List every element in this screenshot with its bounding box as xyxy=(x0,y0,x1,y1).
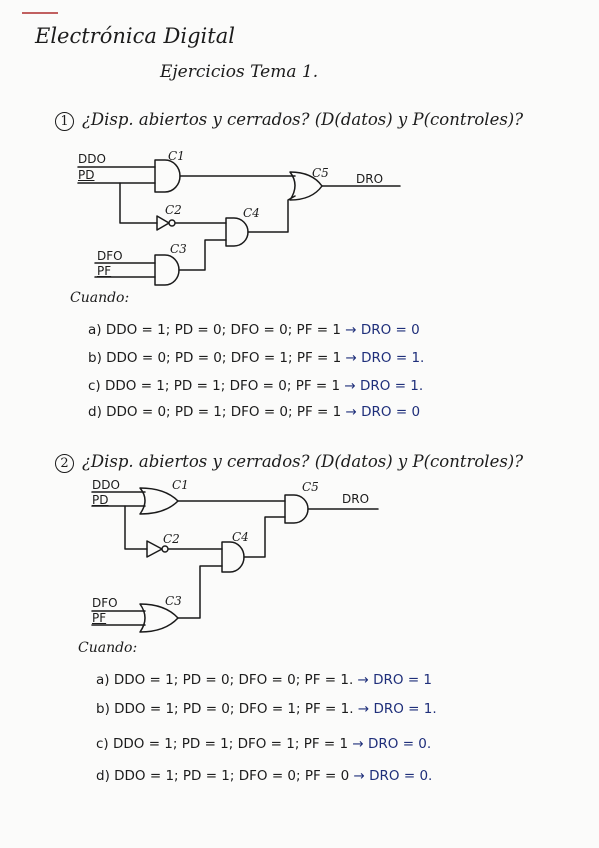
wire xyxy=(124,505,148,550)
answer-row: d) DDO = 1; PD = 1; DFO = 0; PF = 0 → DR… xyxy=(96,768,433,784)
or-gate-c3 xyxy=(139,603,179,633)
question-number: 1 xyxy=(55,112,74,131)
not-bubble xyxy=(161,545,169,553)
component-c1-label: C1 xyxy=(172,478,189,492)
signal-pd-label: PD xyxy=(78,168,95,182)
component-c4-label: C4 xyxy=(232,530,249,544)
and-gate-c4 xyxy=(225,217,249,247)
and-gate-c5 xyxy=(284,494,309,524)
component-c3-label: C3 xyxy=(165,594,182,608)
when-label: Cuando: xyxy=(78,640,138,656)
or-gate-c5 xyxy=(289,171,323,201)
header-rule xyxy=(22,12,58,14)
answer-row: d) DDO = 0; PD = 1; DFO = 0; PF = 1 → DR… xyxy=(88,404,421,420)
answer-row: c) DDO = 1; PD = 1; DFO = 0; PF = 1 → DR… xyxy=(88,378,424,394)
signal-pf-label: PF xyxy=(92,611,107,625)
answer-row: a) DDO = 1; PD = 0; DFO = 0; PF = 1. → D… xyxy=(96,672,433,688)
and-gate-c4 xyxy=(221,541,245,573)
or-gate-c1 xyxy=(139,487,179,515)
question-1: 1 ¿Disp. abiertos y cerrados? (D(datos) y… xyxy=(55,110,523,131)
circuit-diagram-1 xyxy=(77,159,401,286)
wire xyxy=(247,195,296,233)
question-2: 2 ¿Disp. abiertos y cerrados? (D(datos) y… xyxy=(55,452,523,473)
component-c1-label: C1 xyxy=(168,149,185,163)
circuit-diagram-2 xyxy=(91,487,379,633)
question-text: ¿Disp. abiertos y cerrados? (D(datos) y … xyxy=(82,452,524,471)
and-gate-c1 xyxy=(154,159,181,193)
page-subtitle: Ejercicios Tema 1. xyxy=(160,62,319,82)
wire xyxy=(243,516,286,558)
question-number: 2 xyxy=(55,454,74,473)
wire xyxy=(177,565,223,619)
component-c4-label: C4 xyxy=(243,206,260,220)
not-gate-c2 xyxy=(146,540,163,558)
component-c2-label: C2 xyxy=(165,203,182,217)
signal-dfo-label: DFO xyxy=(92,596,118,610)
not-bubble xyxy=(168,219,176,227)
wire xyxy=(119,182,158,224)
answer-row: a) DDO = 1; PD = 0; DFO = 0; PF = 1 → DR… xyxy=(88,322,420,338)
signal-ddo-label: DDO xyxy=(78,152,106,166)
signal-pd-label: PD xyxy=(92,493,109,507)
not-gate-c2 xyxy=(156,215,170,231)
when-label: Cuando: xyxy=(70,290,130,306)
component-c5-label: C5 xyxy=(312,166,329,180)
component-c3-label: C3 xyxy=(170,242,187,256)
signal-dro-label: DRO xyxy=(342,492,370,506)
wire xyxy=(178,239,227,271)
component-c2-label: C2 xyxy=(163,532,180,546)
answer-row: b) DDO = 1; PD = 0; DFO = 1; PF = 1. → D… xyxy=(96,701,437,717)
answer-row: c) DDO = 1; PD = 1; DFO = 1; PF = 1 → DR… xyxy=(96,736,432,752)
page-title: Electrónica Digital xyxy=(35,24,235,48)
answer-row: b) DDO = 0; PD = 0; DFO = 1; PF = 1 → DR… xyxy=(88,350,425,366)
signal-ddo-label: DDO xyxy=(92,478,120,492)
signal-dro-label: DRO xyxy=(356,172,384,186)
and-gate-c3 xyxy=(154,254,180,286)
component-c5-label: C5 xyxy=(302,480,319,494)
signal-dfo-label: DFO xyxy=(97,249,123,263)
signal-pf-label: PF xyxy=(97,264,112,278)
question-text: ¿Disp. abiertos y cerrados? (D(datos) y … xyxy=(82,110,524,129)
